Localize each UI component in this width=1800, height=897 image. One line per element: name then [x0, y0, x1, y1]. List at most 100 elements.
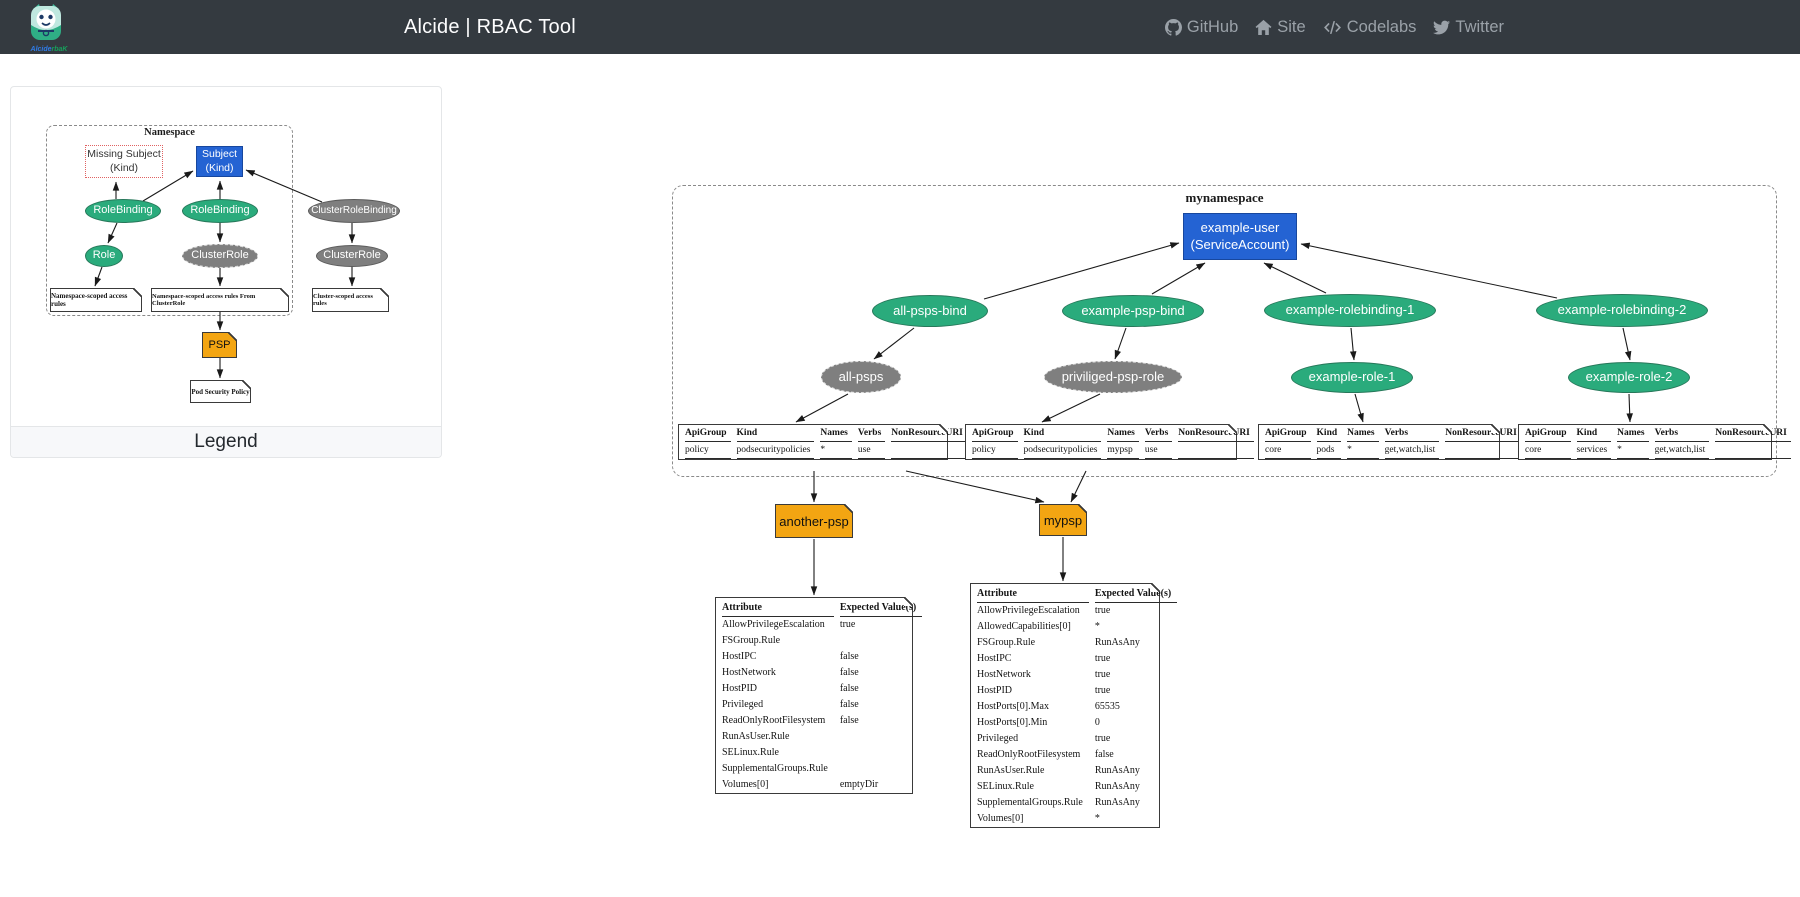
nav-label: GitHub [1186, 17, 1239, 36]
header: AlciderbaK Alcide | RBAC Tool GitHub Sit… [0, 0, 1800, 54]
legend-node-missing-subject: Missing Subject (Kind) [85, 145, 163, 178]
legend-note-namespace-rules: Namespace-scoped access rules [50, 288, 142, 312]
table-cell: FSGroup.Rule [722, 635, 781, 647]
table-cell: HostNetwork [977, 669, 1031, 681]
table-cell: HostIPC [722, 651, 757, 663]
table-cell: AllowPrivilegeEscalation [977, 605, 1080, 617]
legend-node-clusterrole-namespaced: ClusterRole [182, 244, 258, 268]
table-cell [840, 761, 922, 777]
table-cell: services [1576, 442, 1612, 459]
legend-node-psp: PSP [202, 332, 237, 358]
page-title: Alcide | RBAC Tool [404, 15, 576, 38]
legend-cluster-label: Namespace [144, 127, 195, 138]
column-header: Kind [1576, 425, 1612, 442]
column-header: NonResourceURI [1445, 425, 1521, 442]
table-cell: Privileged [977, 733, 1019, 745]
node-binding-all-psps-bind: all-psps-bind [872, 295, 988, 327]
table-cell: AllowPrivilegeEscalation [722, 619, 825, 631]
table-cell [1715, 442, 1791, 459]
table-row: HostPorts[0].Max 65535 [977, 699, 1177, 715]
table-cell: 65535 [1094, 701, 1120, 713]
nav-item-github[interactable]: GitHub [1164, 17, 1239, 37]
table-cell: true [839, 619, 856, 631]
table-cell: SELinux.Rule [977, 781, 1034, 793]
table-cell: pods [1316, 442, 1342, 459]
legend-node-role: Role [85, 245, 123, 267]
table-row: AllowPrivilegeEscalation true [977, 603, 1177, 619]
table-cell [891, 442, 967, 459]
brand-wordmark: AlciderbaK [30, 46, 68, 53]
node-binding-example-rolebinding-2: example-rolebinding-2 [1536, 294, 1708, 327]
table-cell: * [1094, 813, 1100, 825]
nav-item-twitter[interactable]: Twitter [1433, 18, 1504, 37]
table-cell [840, 633, 922, 649]
column-header: Verbs [1384, 425, 1440, 442]
node-role-example-role-2: example-role-2 [1568, 362, 1690, 393]
table-cell: policy [972, 442, 1018, 459]
brand-logo[interactable]: AlciderbaK [26, 3, 72, 53]
column-header: NonResourceURI [891, 425, 967, 442]
table-cell: * [820, 442, 852, 459]
table-cell: FSGroup.Rule [977, 637, 1036, 649]
table-cell: use [857, 442, 886, 459]
table-cell: RunAsAny [1094, 637, 1140, 649]
node-binding-example-rolebinding-1: example-rolebinding-1 [1264, 294, 1436, 327]
table-cell: false [839, 667, 859, 679]
legend-node-rolebinding-1: RoleBinding [85, 199, 161, 223]
table-cell: true [1094, 605, 1111, 617]
legend-node-subject: Subject (Kind) [196, 146, 243, 177]
table-cell: false [839, 651, 859, 663]
nav-item-codelabs[interactable]: Codelabs [1323, 18, 1416, 37]
column-header: Kind [1316, 425, 1342, 442]
node-psp-another-psp: another-psp [775, 504, 853, 538]
node-subject-example-user: example-user (ServiceAccount) [1183, 213, 1297, 260]
table-cell: false [839, 699, 859, 711]
table-cell: false [839, 715, 859, 727]
table-cell: ReadOnlyRootFilesystem [977, 749, 1081, 761]
table-cell: true [1094, 653, 1111, 665]
table-cell: 0 [1094, 717, 1100, 729]
table-cell: true [1094, 733, 1111, 745]
twitter-icon [1433, 19, 1451, 36]
node-psp-mypsp: mypsp [1039, 504, 1087, 536]
table-cell: RunAsUser.Rule [722, 731, 790, 743]
table-cell: RunAsAny [1094, 797, 1140, 809]
legend-caption: Legend [11, 426, 441, 457]
table-cell [840, 729, 922, 745]
column-header: NonResourceURI [1715, 425, 1791, 442]
table-cell: HostPorts[0].Max [977, 701, 1049, 713]
table-cell: podsecuritypolicies [736, 442, 815, 459]
legend-note-namespace-rules-from-clusterrole: Namespace-scoped access rules From Clust… [151, 288, 289, 312]
table-cell: RunAsAny [1094, 781, 1140, 793]
table-cell: HostPID [722, 683, 758, 695]
column-header: Attribute [722, 598, 834, 617]
nav-item-site[interactable]: Site [1255, 17, 1306, 37]
nav-label: Site [1277, 17, 1306, 36]
table-cell: true [1094, 669, 1111, 681]
namespace-cluster-label: mynamespace [1185, 190, 1264, 205]
table-cell: SupplementalGroups.Rule [722, 763, 828, 775]
table-cell: core [1265, 442, 1311, 459]
table-cell: RunAsAny [1094, 765, 1140, 777]
